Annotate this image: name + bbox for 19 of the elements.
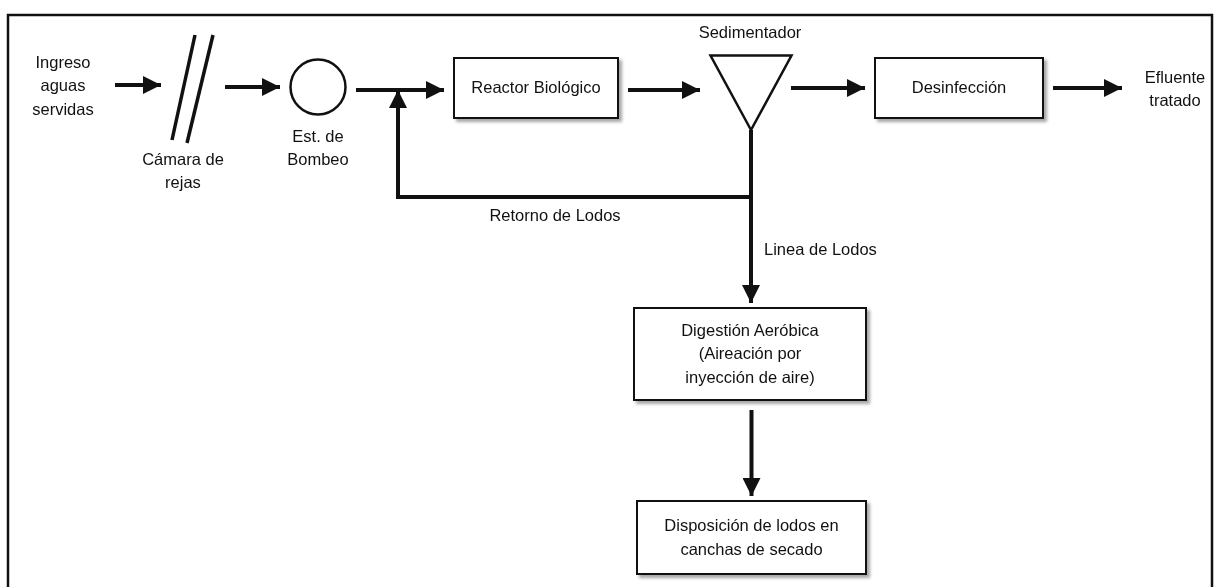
pump-circle (289, 58, 347, 116)
terminal-text: Efluente tratado (1130, 64, 1219, 114)
terminal-text: Ingreso aguas servidas (20, 50, 106, 122)
arrow (1053, 79, 1122, 97)
arrow (791, 79, 865, 97)
arrow (356, 81, 444, 99)
bar-screen (170, 35, 216, 144)
unit-label: Cámara de rejas (141, 149, 225, 194)
unit-label: Est. de Bombeo (286, 126, 350, 171)
process-box: Desinfección (874, 57, 1044, 119)
process-box: Reactor Biológico (453, 57, 619, 119)
arrow (115, 76, 161, 94)
settler-triangle (709, 54, 793, 132)
unit-label: Sedimentador (697, 22, 803, 43)
arrow (628, 81, 700, 99)
process-box: Digestión Aeróbica (Aireación por inyección de aire) (633, 307, 867, 401)
arrow (225, 78, 280, 96)
arrow (742, 410, 761, 496)
process-box: Disposición de lodos en canchas de secado (636, 500, 867, 575)
